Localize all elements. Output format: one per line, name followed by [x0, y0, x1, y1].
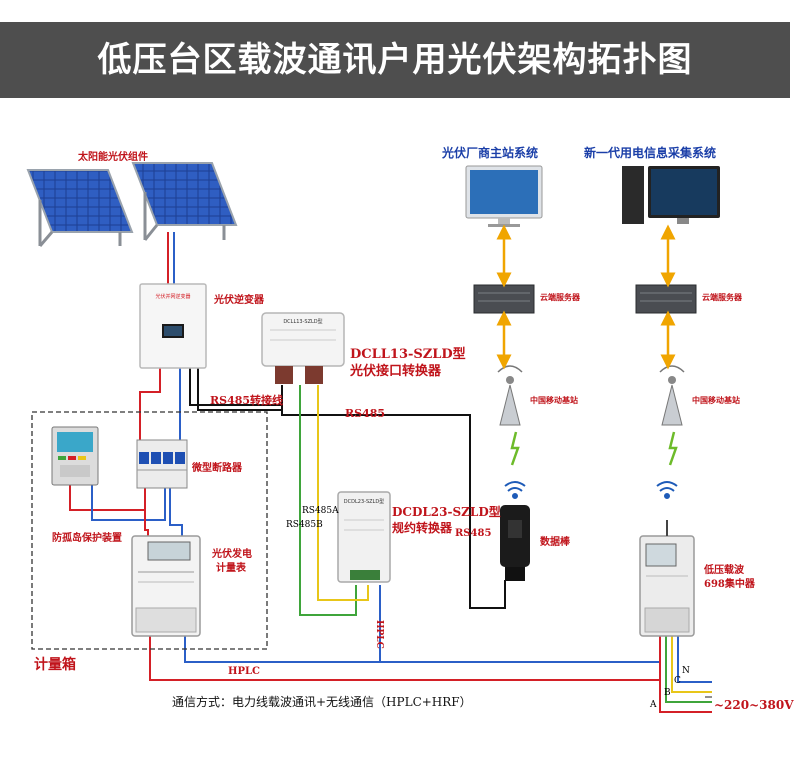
rs485-cable-label: RS485转接线 [210, 394, 284, 407]
concentrator-phase-wires [659, 636, 712, 713]
solar-panel-1 [26, 169, 134, 247]
concentrator-wifi-icon [656, 481, 678, 499]
solar-panel-2 [131, 162, 238, 241]
solar-panels-label: 太阳能光伏组件 [78, 152, 148, 163]
meter-box-label: 计量箱 [34, 657, 76, 673]
phase-b-label: B [664, 688, 671, 698]
hplc-label: HPLC [228, 666, 260, 677]
pv-meter-label-2: 计量表 [216, 563, 246, 574]
cloud-server-2 [635, 284, 697, 314]
base-station-1-icon [497, 365, 523, 426]
signal-icon-2 [668, 431, 678, 466]
page-title: 低压台区载波通讯户用光伏架构拓扑图 [97, 40, 693, 80]
inverter [139, 283, 207, 369]
concentrator-698 [639, 520, 695, 637]
pv-master-label: 光伏厂商主站系统 [442, 146, 539, 160]
dcll13-wires [281, 385, 506, 616]
concentrator-label-1: 低压载波 [704, 565, 744, 576]
hplc-vertical-label: HPLC [374, 620, 384, 649]
rs485a-label: RS485A [302, 506, 339, 516]
phase-n-label: N [682, 666, 690, 676]
anti-islanding-device [51, 426, 99, 486]
title-banner: 低压台区载波通讯户用光伏架构拓扑图 [0, 22, 790, 98]
dcll13-converter [261, 312, 345, 384]
cloud-server-1 [473, 284, 535, 314]
base-station-2-icon [659, 365, 685, 426]
pv-interface-label: 光伏接口转换器 [350, 364, 442, 379]
anti-island-label: 防孤岛保护装置 [52, 533, 122, 544]
rs485b-label: RS485B [286, 520, 323, 530]
phase-a-label: A [650, 700, 657, 710]
data-stick-wifi-icon [504, 481, 526, 499]
data-stick [500, 505, 530, 581]
dcll13-device-text: DCLL13-SZLD型 [283, 318, 322, 325]
ac-wires-inverter [139, 368, 181, 440]
protocol-conv-label: 规约转换器 [392, 521, 453, 535]
dcll13-label: DCLL13-SZLD型 [350, 347, 466, 362]
micro-circuit-breaker [136, 439, 188, 489]
concentrator-label-2: 698集中器 [704, 579, 755, 590]
base-station-1-label: 中国移动基站 [530, 395, 578, 405]
micro-breaker-label: 微型断路器 [192, 463, 242, 474]
meter-box-frame [31, 411, 268, 650]
voltage-label: ~220~380V [714, 698, 794, 712]
new-gen-label: 新一代用电信息采集系统 [584, 146, 717, 160]
inverter-screen-text: 光伏并网逆变器 [155, 293, 190, 300]
dc-wires [167, 232, 175, 285]
comm-note: 通信方式：电力线载波通讯+无线通信（HPLC+HRF） [172, 695, 472, 709]
pv-meter-label-1: 光伏发电 [212, 549, 252, 560]
rs485-right-label: RS485 [455, 528, 492, 539]
dcdl23-label: DCDL23-SZLD型 [392, 505, 501, 519]
phase-c-label: C [674, 676, 681, 686]
rs485-label: RS485 [345, 407, 386, 420]
pv-master-monitor [465, 165, 543, 227]
dcdl23-protocol-converter [337, 491, 391, 583]
data-stick-label: 数据棒 [540, 537, 570, 548]
dcdl23-device-text: DCDL23-SZLD型 [344, 498, 384, 505]
new-gen-monitor [622, 166, 720, 224]
signal-icon-1 [510, 431, 520, 466]
base-station-2-label: 中国移动基站 [692, 395, 740, 405]
pv-energy-meter [131, 535, 201, 637]
inverter-label: 光伏逆变器 [214, 295, 264, 306]
cloud-server-1-label: 云端服务器 [540, 292, 580, 302]
meter-bus-wires [149, 585, 660, 681]
cloud-server-2-label: 云端服务器 [702, 292, 742, 302]
